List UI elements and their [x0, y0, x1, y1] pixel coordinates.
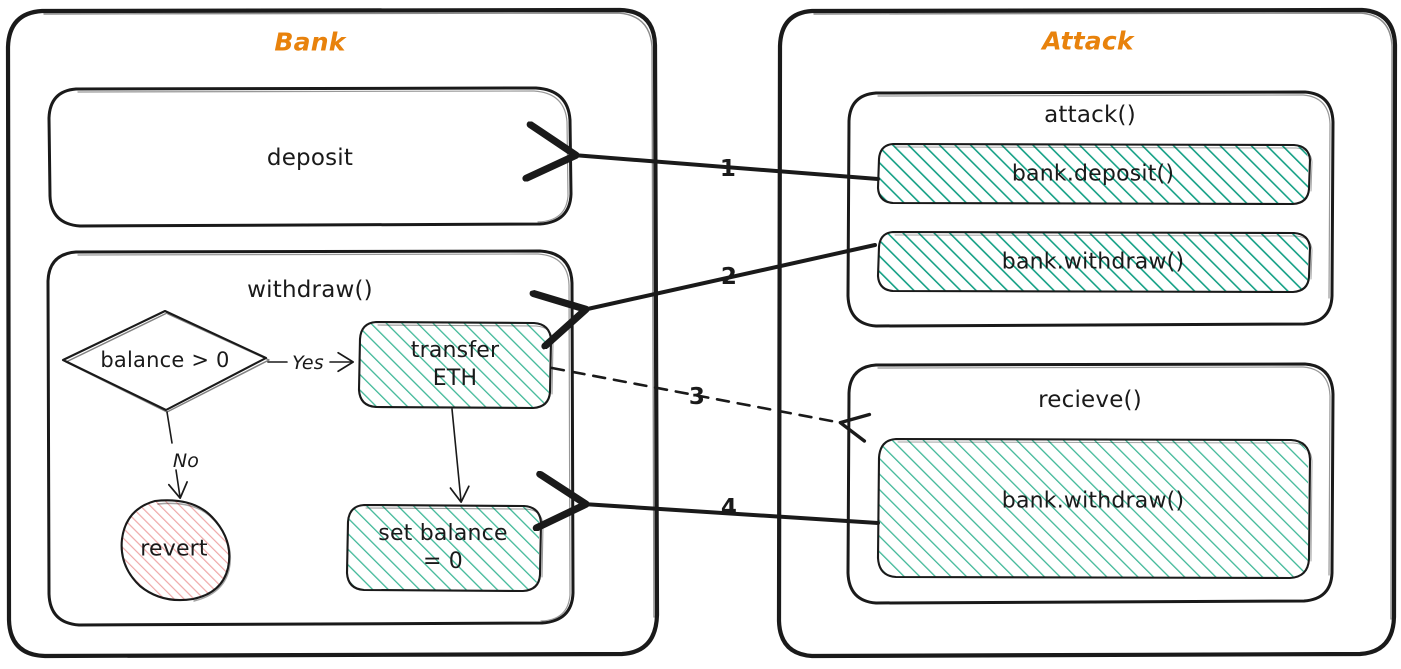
node-bank-deposit-call[interactable] [876, 142, 1313, 206]
edge-label-yes: Yes [292, 352, 324, 374]
edge-no [166, 411, 188, 500]
node-bank-withdraw-call[interactable] [876, 230, 1313, 294]
node-revert[interactable] [120, 499, 232, 602]
node-label-balance-check: balance > 0 [100, 348, 230, 372]
panel-bank [5, 7, 660, 659]
node-label-set-balance: set balance = 0 [378, 520, 507, 576]
group-title-withdraw: withdraw() [247, 277, 373, 303]
group-title-recieve-fn: recieve() [1038, 387, 1142, 413]
node-bank-withdraw-reentrant[interactable] [876, 437, 1313, 580]
node-label-set-balance-line2: = 0 [422, 549, 464, 574]
sequence-arrow-2 [583, 243, 877, 310]
sequence-number-4: 4 [720, 495, 738, 521]
node-label-transfer-eth-line2: ETH [432, 366, 478, 391]
sequence-number-2: 2 [720, 264, 738, 290]
node-label-transfer-eth: transfer ETH [411, 337, 499, 393]
node-label-transfer-eth-line1: transfer [410, 337, 500, 363]
group-recieve-fn[interactable] [846, 362, 1335, 605]
group-title-attack-fn: attack() [1044, 102, 1136, 128]
node-label-bank-deposit-call: bank.deposit() [1011, 161, 1175, 187]
group-attack-fn[interactable] [846, 90, 1335, 328]
sequence-number-1: 1 [719, 156, 737, 182]
panel-title-bank: Bank [274, 27, 346, 57]
sequence-number-3: 3 [688, 384, 706, 410]
edge-label-no: No [172, 450, 200, 472]
edge-transfer-to-setbalance [449, 408, 470, 504]
node-label-set-balance-line1: set balance [378, 520, 508, 546]
panel-attack [776, 7, 1398, 659]
node-label-bank-withdraw-reentrant: bank.withdraw() [1001, 488, 1185, 514]
node-label-revert: revert [140, 536, 208, 562]
sequence-arrow-3 [550, 366, 872, 443]
node-label-bank-withdraw-call: bank.withdraw() [1001, 249, 1185, 275]
sequence-arrow-1 [573, 155, 880, 179]
sequence-arrow-4 [583, 504, 880, 523]
group-title-deposit: deposit [266, 145, 354, 171]
panel-title-attack: Attack [1042, 26, 1134, 56]
group-withdraw[interactable] [46, 249, 575, 627]
